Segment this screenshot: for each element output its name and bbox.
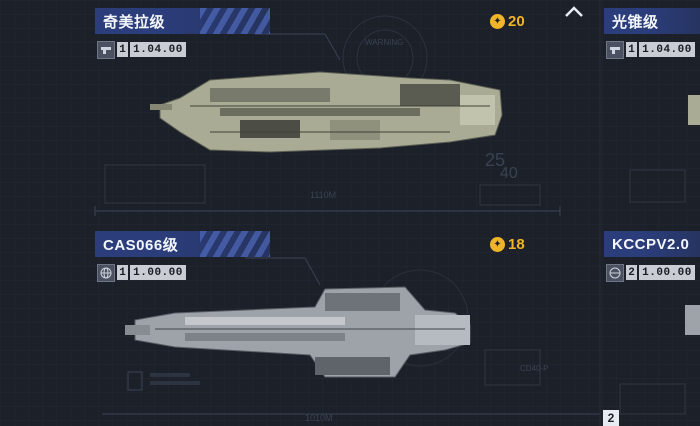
blueprint-note: 1010M [305, 413, 333, 423]
ship-title-bar: 奇美拉级 [95, 8, 270, 34]
ship-cost: ✦ 18 [490, 236, 525, 253]
blueprint-note: 25 [485, 150, 506, 170]
ship-value: 1.00.00 [130, 265, 186, 280]
gun-icon [606, 40, 624, 59]
ship-type-count: 1 [117, 42, 128, 57]
ship-cost-value: 20 [508, 13, 525, 30]
ship-cost-value: 18 [508, 236, 525, 253]
ship-stats: 1 1.04.00 [97, 40, 186, 59]
ship-stats: 2 1.00.00 [606, 263, 695, 282]
collapse-button[interactable] [561, 3, 587, 21]
ship-type-count: 1 [626, 42, 637, 57]
ship-name: 光锥级 [612, 13, 659, 31]
blueprint-note: CD40-P [520, 364, 549, 373]
gun-icon [97, 40, 115, 59]
ship-value: 1.04.00 [639, 42, 695, 57]
corner-tag: 2 [603, 410, 619, 426]
ship-chimera-image [150, 71, 503, 153]
ship-partial-image [685, 305, 700, 335]
blueprint-note: 40 [500, 165, 518, 182]
ship-value: 1.00.00 [639, 265, 695, 280]
ship-stats: 1 1.04.00 [606, 40, 695, 59]
ship-type-count: 2 [626, 265, 637, 280]
ship-title-bar: 光锥级 [604, 8, 700, 34]
ship-stats: 1 1.00.00 [97, 263, 186, 282]
currency-icon: ✦ [490, 14, 505, 29]
ship-cost: ✦ 20 [490, 13, 525, 30]
ship-type-count: 1 [117, 265, 128, 280]
chevron-up-icon [565, 6, 583, 17]
globe-icon [606, 263, 624, 282]
currency-icon: ✦ [490, 237, 505, 252]
ship-name: CAS066级 [103, 236, 179, 254]
ship-title-bar: CAS066级 [95, 231, 270, 257]
ship-partial-image [688, 95, 700, 125]
blueprint-note: WARNING [365, 38, 404, 47]
ship-name: 奇美拉级 [103, 13, 166, 31]
ship-name: KCCPV2.0 [612, 235, 690, 253]
globe-icon [97, 263, 115, 282]
ship-title-bar: KCCPV2.0 [604, 231, 700, 257]
blueprint-note: 1110M [310, 190, 337, 200]
ship-value: 1.04.00 [130, 42, 186, 57]
ship-cas066-image [125, 286, 471, 378]
